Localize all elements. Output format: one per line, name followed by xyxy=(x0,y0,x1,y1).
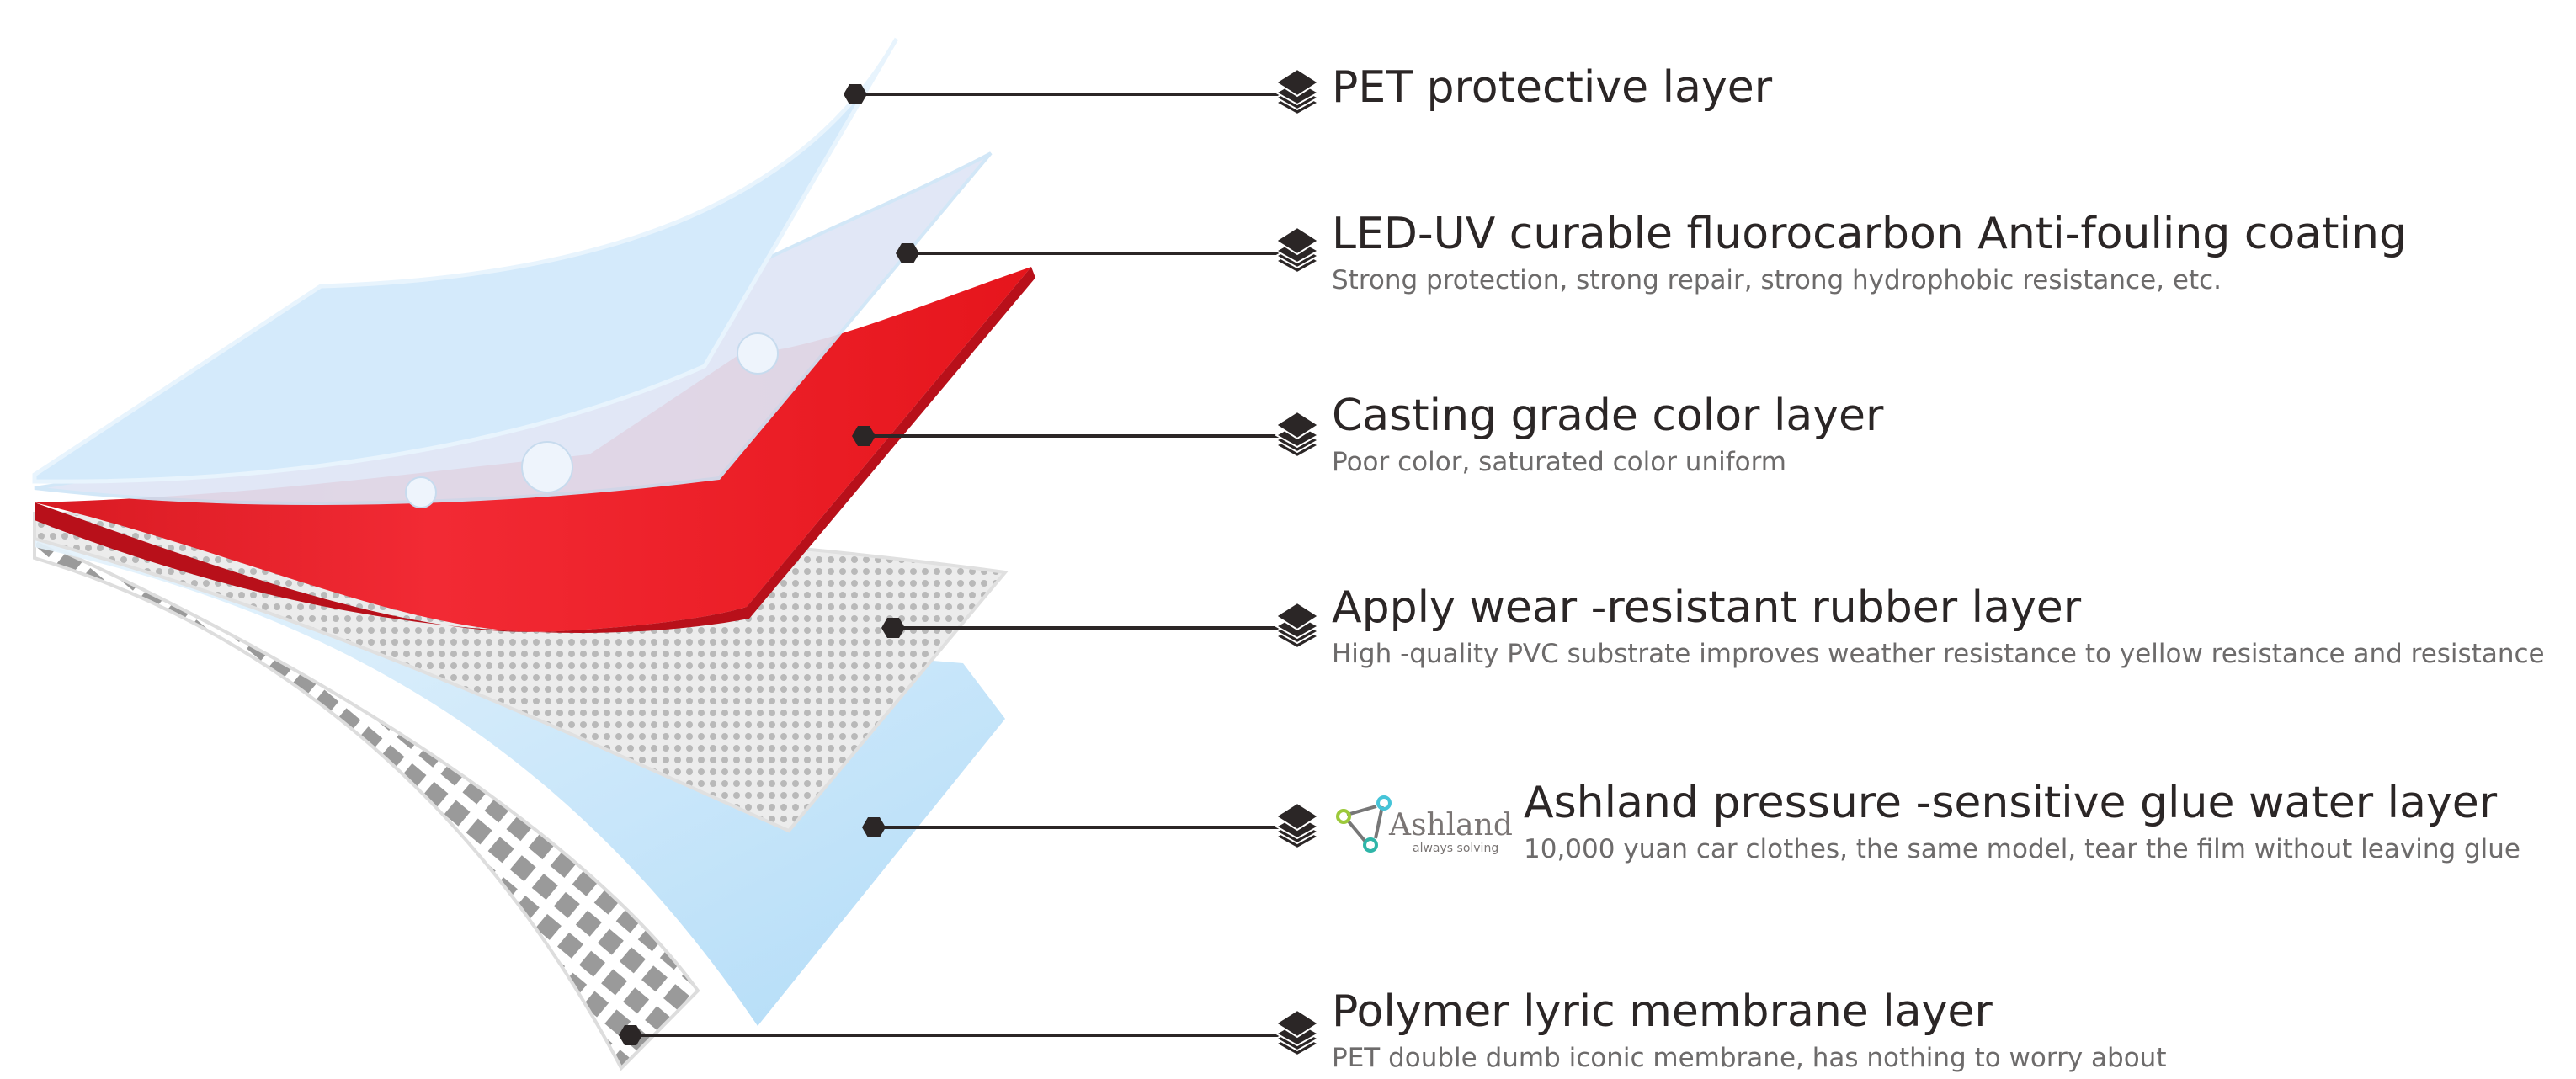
layers-icon xyxy=(1275,1008,1320,1057)
pet-protective-layer xyxy=(32,37,899,484)
layers-icon xyxy=(1275,226,1320,274)
polymer-membrane-layer xyxy=(33,535,700,1071)
layer-subtitle: PET double dumb iconic membrane, has not… xyxy=(1332,1043,2167,1073)
label-glue-layer: Ashland pressure -sensitive glue water l… xyxy=(1524,781,2520,863)
layer-subtitle: Poor color, saturated color uniform xyxy=(1332,447,1786,477)
layer-title: PET protective layer xyxy=(1332,62,1773,113)
layer-title: Casting grade color layer xyxy=(1332,391,1884,441)
layer-title: Polymer lyric membrane layer xyxy=(1332,986,1993,1037)
layer-subtitle: 10,000 yuan car clothes, the same model,… xyxy=(1524,834,2521,864)
layer-subtitle: High -quality PVC substrate improves wea… xyxy=(1332,639,2545,669)
label-membrane-layer: Polymer lyric membrane layer PET double … xyxy=(1332,990,2166,1071)
logo-tagline: always solving xyxy=(1413,842,1498,855)
layer-title: Apply wear -resistant rubber layer xyxy=(1332,582,2082,633)
layers-icon xyxy=(1275,801,1320,850)
logo-name: Ashland xyxy=(1388,808,1513,842)
layer-title: Ashland pressure -sensitive glue water l… xyxy=(1524,778,2498,828)
layer-title: LED-UV curable fluorocarbon Anti-fouling… xyxy=(1332,209,2407,259)
ashland-logo: Ashland always solving xyxy=(1336,795,1513,855)
marker-dots xyxy=(619,84,919,1045)
label-coating-layer: LED-UV curable fluorocarbon Anti-fouling… xyxy=(1332,212,2407,294)
label-pet-layer: PET protective layer xyxy=(1332,66,1772,109)
layers-icon xyxy=(1275,601,1320,650)
label-color-layer: Casting grade color layer Poor color, sa… xyxy=(1332,394,1883,476)
layers-icon xyxy=(1275,67,1320,116)
leader-lines xyxy=(631,93,1280,1037)
layer-subtitle: Strong protection, strong repair, strong… xyxy=(1332,265,2222,295)
label-rubber-layer: Apply wear -resistant rubber layer High … xyxy=(1332,586,2545,667)
layers-icon xyxy=(1275,410,1320,459)
